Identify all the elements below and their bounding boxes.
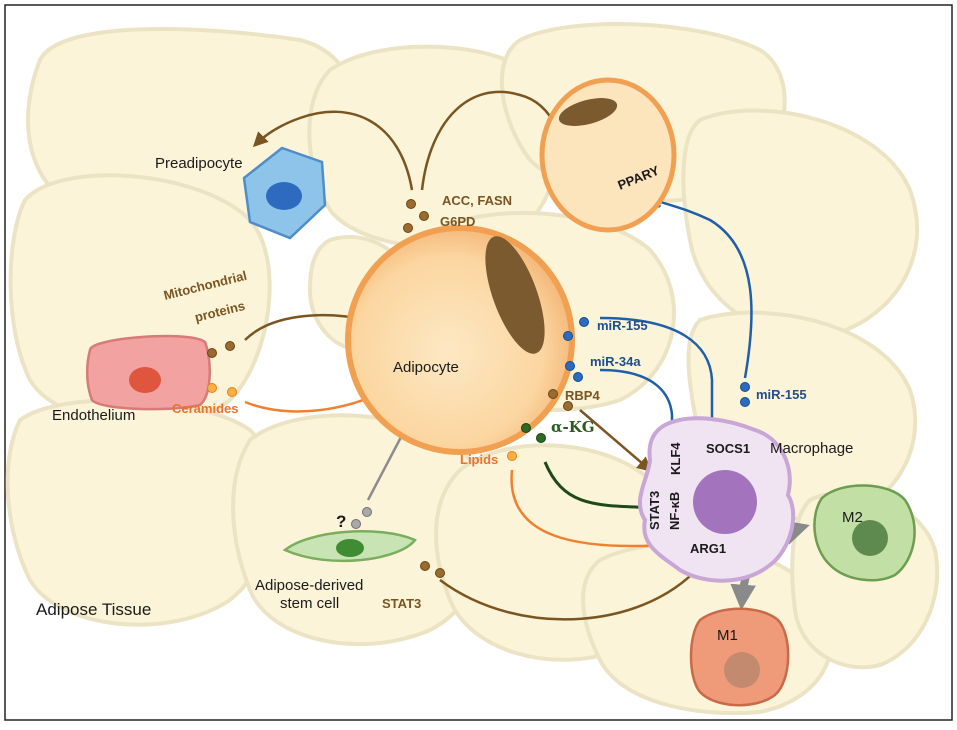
label-ceramides: Ceramides <box>172 401 238 416</box>
inhibit-mir34a-klf4 <box>599 368 674 438</box>
label-mir34a: miR-34a <box>590 354 641 369</box>
label-stemcell-line1: Adipose-derived <box>255 577 363 594</box>
inhibit-mir155-socs1 <box>599 316 714 425</box>
arrow-rbp4-to-macrophage <box>579 409 653 472</box>
molecule-dots <box>207 199 750 578</box>
label-socs1: SOCS1 <box>706 441 750 456</box>
stem-cell <box>282 530 417 563</box>
label-mir155-macrophage: miR-155 <box>756 387 807 402</box>
arrow-adipocyte-to-upper-adipocyte <box>420 90 563 191</box>
label-arg1: ARG1 <box>690 541 726 556</box>
m1-cell <box>689 607 790 707</box>
label-klf4: KLF4 <box>668 442 683 475</box>
label-preadipocyte: Preadipocyte <box>155 155 243 172</box>
label-stat3-macrophage: STAT3 <box>647 491 662 530</box>
endothelium-cell <box>86 334 211 411</box>
label-question-mark: ? <box>336 512 346 531</box>
label-g6pd: G6PD <box>440 214 475 229</box>
label-rbp4: RBP4 <box>565 388 600 403</box>
upper-adipocyte-cell <box>539 77 677 233</box>
label-adipocyte: Adipocyte <box>393 359 459 376</box>
label-nfkb: NF-κB <box>667 492 682 530</box>
label-adipose-tissue: Adipose Tissue <box>36 600 151 619</box>
arrow-stat3-to-macrophage <box>439 557 707 621</box>
label-lipids: Lipids <box>460 452 498 467</box>
label-stemcell-line2: stem cell <box>280 595 339 612</box>
inhibit-mir155-ppary <box>654 198 753 379</box>
preadipocyte-cell <box>242 146 327 240</box>
m2-cell <box>813 484 916 582</box>
label-m2: M2 <box>842 509 863 526</box>
label-alpha-kg: α-KG <box>551 418 595 436</box>
label-endothelium: Endothelium <box>52 407 135 424</box>
macrophage-cell <box>638 416 796 583</box>
arrow-adipocyte-to-preadipocyte <box>252 110 414 191</box>
label-macrophage: Macrophage <box>770 440 853 457</box>
background-adipose-cells <box>5 21 940 716</box>
label-stat3-stemcell: STAT3 <box>382 596 421 611</box>
arrow-lipids-to-macrophage <box>510 469 671 554</box>
adipocyte-cell <box>345 225 575 455</box>
label-acc-fasn: ACC, FASN <box>442 193 512 208</box>
label-m1: M1 <box>717 627 738 644</box>
label-mir155-adipocyte: miR-155 <box>597 318 648 333</box>
